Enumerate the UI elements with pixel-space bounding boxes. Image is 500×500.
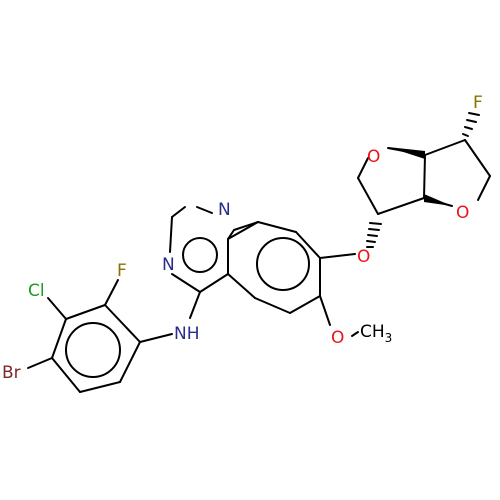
bond-to-fluoro: [104, 279, 119, 306]
aromatic-ring-circle: [256, 237, 310, 291]
wedge-bond: [424, 194, 452, 206]
bond: [79, 381, 121, 393]
bond: [51, 318, 67, 359]
bond: [196, 206, 213, 214]
bond: [423, 154, 426, 199]
bond: [257, 221, 297, 233]
methyl-text: CH: [360, 322, 385, 342]
bond: [289, 295, 321, 314]
bicyclic-furan-system: [357, 112, 491, 248]
hash: [466, 119, 477, 123]
hash: [368, 228, 380, 231]
hash: [462, 133, 469, 137]
bond-to-methoxy-oxygen: [319, 295, 331, 326]
oxygen-label: O: [357, 247, 370, 267]
bond-methoxy-methyl: [351, 331, 359, 337]
wedge-bond: [388, 147, 425, 159]
bromine-label: Br: [2, 363, 21, 383]
bond: [357, 177, 379, 215]
bond: [464, 139, 491, 177]
halophenyl-ring: [51, 304, 141, 393]
benzo-ring: [227, 221, 321, 314]
bond: [199, 273, 229, 293]
bond: [171, 206, 186, 218]
bond: [377, 197, 425, 215]
bond: [104, 304, 141, 343]
aromatic-ring-circle: [65, 322, 121, 378]
hash: [468, 112, 480, 116]
bond: [254, 297, 291, 314]
hashed-wedge-bond: [462, 112, 480, 137]
bond-to-ether-oxygen: [319, 253, 356, 259]
bond: [169, 216, 173, 253]
hashed-wedge-bond: [366, 222, 382, 248]
bond: [65, 304, 106, 320]
pyrimidine-ring: [169, 206, 259, 293]
bond: [227, 221, 259, 240]
bond: [51, 357, 81, 393]
bond-c4-nh: [189, 291, 201, 319]
chlorine-label: Cl: [28, 281, 45, 301]
bond: [424, 139, 466, 156]
methyl-label: CH3: [360, 322, 392, 345]
nitrogen-label: N: [162, 255, 175, 275]
bond: [171, 273, 201, 293]
amine-label: NH: [174, 324, 200, 344]
bond-nh-aryl: [139, 333, 173, 343]
methyl-subscript: 3: [385, 331, 393, 345]
fluorine-label: F: [117, 261, 127, 281]
oxygen-label: O: [367, 147, 380, 167]
bond-to-bromo: [27, 357, 53, 369]
bond: [477, 175, 491, 201]
hash: [369, 222, 382, 225]
hash: [464, 126, 473, 130]
fluorine-label: F: [473, 93, 483, 113]
bond-to-chloro: [47, 297, 67, 320]
nitrogen-label: N: [218, 200, 231, 220]
bond: [227, 273, 256, 299]
oxygen-label: O: [331, 328, 344, 348]
aromatic-ring-circle: [182, 237, 218, 273]
hash: [367, 234, 378, 237]
bond: [357, 157, 369, 179]
hash: [366, 240, 376, 243]
bond: [295, 231, 321, 259]
oxygen-label: O: [456, 203, 469, 223]
bond: [119, 341, 141, 383]
